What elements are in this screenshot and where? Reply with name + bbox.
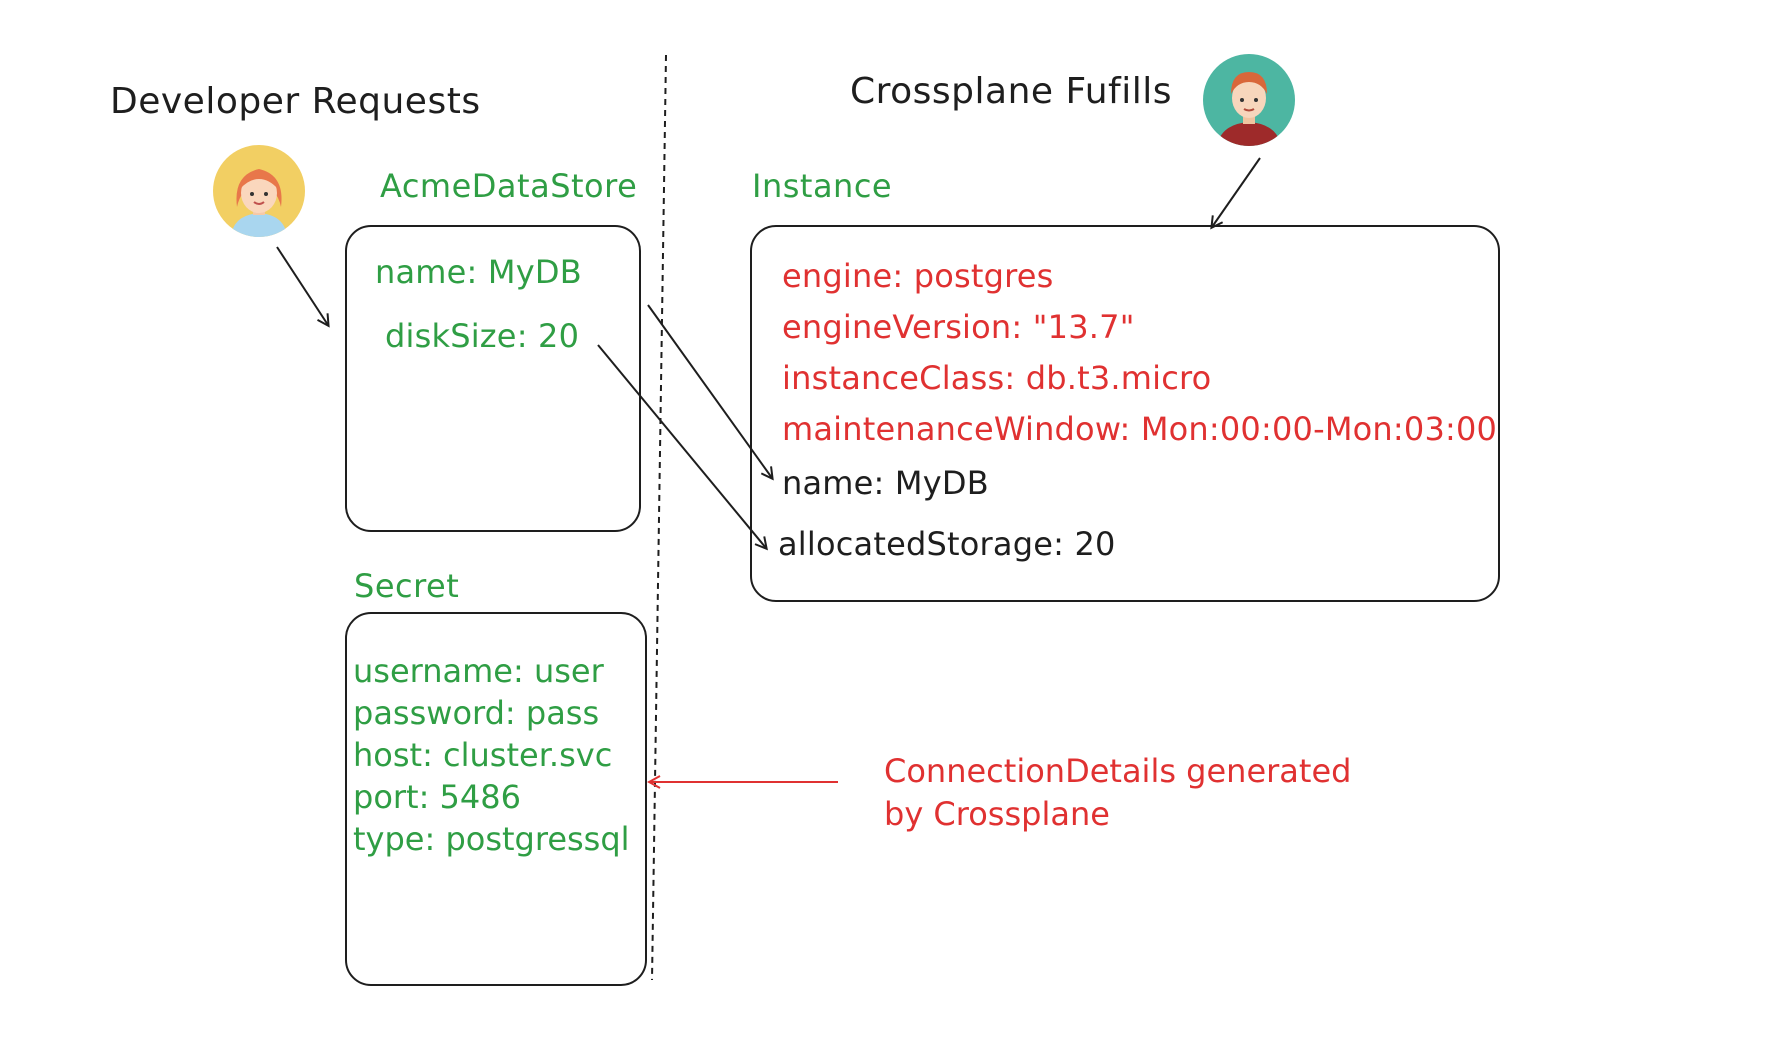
developer-requests-heading: Developer Requests: [110, 81, 481, 122]
connection-note-line-2: by Crossplane: [884, 795, 1110, 833]
connection-details-note: ConnectionDetails generated by Crossplan…: [884, 750, 1351, 836]
acme-data-store-title: AcmeDataStore: [380, 167, 638, 205]
secret-password: password: pass: [353, 694, 600, 732]
instance-maintenance-window: maintenanceWindow: Mon:00:00-Mon:03:00: [782, 410, 1498, 448]
secret-box: [345, 612, 647, 986]
instance-title: Instance: [752, 167, 893, 205]
secret-host: host: cluster.svc: [353, 736, 613, 774]
secret-title: Secret: [354, 567, 460, 605]
crossplane-fulfills-heading: Crossplane Fufills: [850, 71, 1172, 112]
secret-fields: username: user password: pass host: clus…: [353, 650, 630, 860]
crossplane-arrow: [1212, 157, 1261, 227]
divider-line: [651, 54, 667, 981]
acme-name-field: name: MyDB: [375, 253, 582, 291]
instance-engine-version: engineVersion: "13.7": [782, 308, 1135, 346]
developer-avatar-icon: [213, 145, 305, 237]
secret-username: username: user: [353, 652, 604, 690]
crossplane-avatar-icon: [1203, 54, 1295, 146]
instance-allocated-storage: allocatedStorage: 20: [778, 525, 1116, 563]
instance-engine: engine: postgres: [782, 257, 1054, 295]
instance-instance-class: instanceClass: db.t3.micro: [782, 359, 1212, 397]
secret-port: port: 5486: [353, 778, 521, 816]
secret-type: type: postgressql: [353, 820, 630, 858]
developer-arrow: [276, 246, 328, 325]
acme-disk-size-field: diskSize: 20: [385, 317, 580, 355]
connection-note-line-1: ConnectionDetails generated: [884, 752, 1352, 790]
instance-name-field: name: MyDB: [782, 464, 989, 502]
